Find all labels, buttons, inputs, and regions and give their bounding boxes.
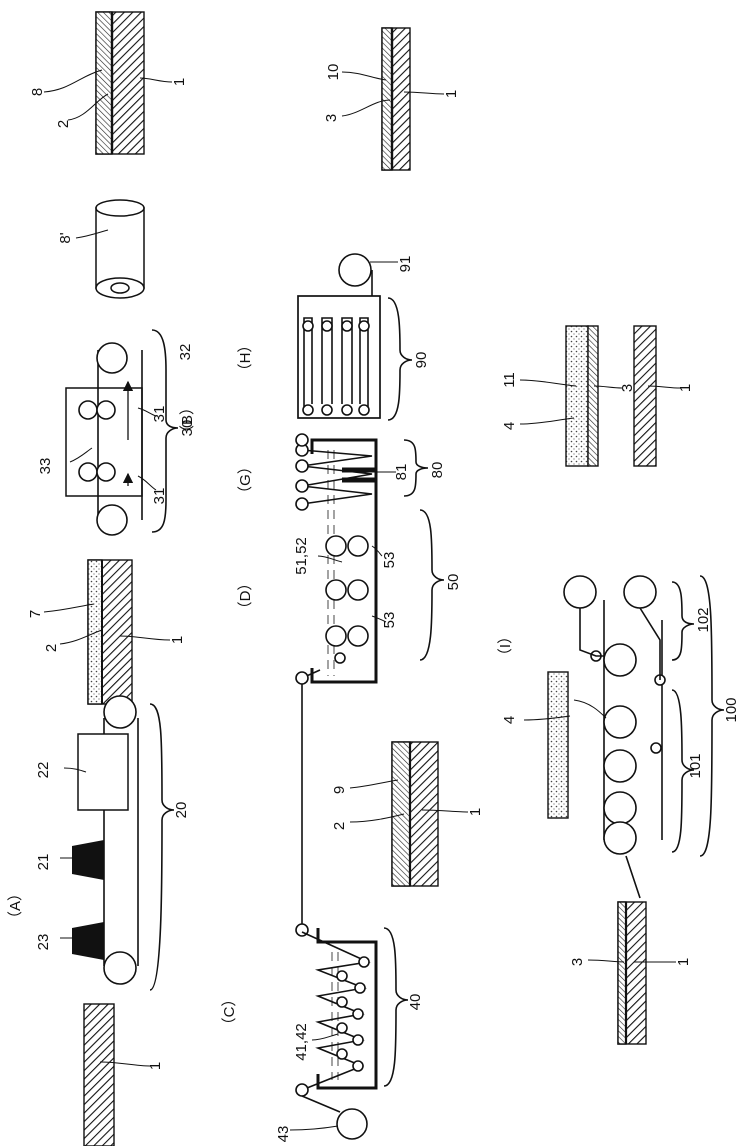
station-b: （B） 32 33 31 31 30 bbox=[37, 330, 196, 535]
label-8: 8 bbox=[29, 88, 46, 96]
label-22: 22 bbox=[35, 762, 52, 779]
label-1: 1 bbox=[171, 78, 188, 86]
label-30: 30 bbox=[179, 420, 196, 437]
station-h: （H） 91 90 bbox=[237, 254, 430, 420]
label-2: 2 bbox=[55, 120, 72, 128]
label-101: 101 bbox=[687, 753, 704, 778]
laminate-1-bottom: 1 bbox=[84, 1004, 164, 1146]
label-81: 81 bbox=[393, 464, 410, 481]
label-h: （H） bbox=[237, 338, 254, 379]
label-53a: 53 bbox=[381, 552, 398, 569]
label-4: 4 bbox=[501, 422, 518, 430]
label-33: 33 bbox=[37, 458, 54, 475]
station-c: （C） 41,42 40 43 bbox=[221, 928, 424, 1142]
label-1: 1 bbox=[675, 958, 692, 966]
label-a: （A） bbox=[7, 886, 24, 926]
label-31a: 31 bbox=[151, 406, 168, 423]
guide-roll bbox=[296, 672, 308, 684]
label-21: 21 bbox=[35, 854, 52, 871]
label-50: 50 bbox=[445, 574, 462, 591]
label-10: 10 bbox=[325, 64, 342, 81]
label-40: 40 bbox=[407, 994, 424, 1011]
label-91: 91 bbox=[397, 256, 414, 273]
label-8prime: 8' bbox=[57, 232, 74, 243]
label-4: 4 bbox=[501, 716, 518, 724]
label-3: 3 bbox=[619, 384, 636, 392]
station-i: （I） 4 102 101 100 bbox=[497, 576, 740, 898]
station-d-g: （D） （G） 51,52 53 53 50 81 80 bbox=[237, 434, 462, 682]
web-line bbox=[302, 670, 320, 930]
label-i: （I） bbox=[497, 629, 514, 663]
label-20: 20 bbox=[173, 802, 190, 819]
label-41-42: 41,42 bbox=[293, 1023, 310, 1061]
label-1: 1 bbox=[677, 384, 694, 392]
label-g: （G） bbox=[237, 459, 254, 501]
label-9: 9 bbox=[331, 786, 348, 794]
label-1-bottom: 1 bbox=[147, 1062, 164, 1070]
label-43: 43 bbox=[275, 1126, 292, 1143]
station-a: （A） 22 21 23 20 bbox=[7, 696, 190, 990]
label-102: 102 bbox=[695, 607, 712, 632]
label-d: （D） bbox=[237, 576, 254, 617]
laminate-9-2-1: 9 2 1 bbox=[331, 742, 484, 886]
label-7: 7 bbox=[27, 610, 44, 618]
roll-8prime: 8' bbox=[57, 200, 144, 298]
label-3: 3 bbox=[569, 958, 586, 966]
label-2: 2 bbox=[331, 822, 348, 830]
label-90: 90 bbox=[413, 352, 430, 369]
label-1: 1 bbox=[467, 808, 484, 816]
laminate-7-2-1: 7 2 1 bbox=[27, 560, 186, 704]
label-23: 23 bbox=[35, 934, 52, 951]
label-2: 2 bbox=[43, 644, 60, 652]
label-11: 11 bbox=[501, 372, 518, 388]
laminate-10-3-1: 10 3 1 bbox=[323, 28, 460, 170]
label-80: 80 bbox=[429, 462, 446, 479]
label-c: （C） bbox=[221, 992, 238, 1033]
laminate-11-4-3-1: 11 4 3 1 bbox=[501, 326, 694, 466]
label-1: 1 bbox=[169, 636, 186, 644]
laminate-8-2-1: 8 2 1 bbox=[29, 12, 188, 154]
label-51-52: 51,52 bbox=[293, 537, 310, 575]
label-1: 1 bbox=[443, 90, 460, 98]
label-100: 100 bbox=[723, 697, 740, 722]
label-31b: 31 bbox=[151, 488, 168, 505]
laminate-3-1-bottom: 3 1 bbox=[569, 902, 692, 1044]
label-32: 32 bbox=[177, 344, 194, 361]
label-3: 3 bbox=[323, 114, 340, 122]
label-53b: 53 bbox=[381, 612, 398, 629]
